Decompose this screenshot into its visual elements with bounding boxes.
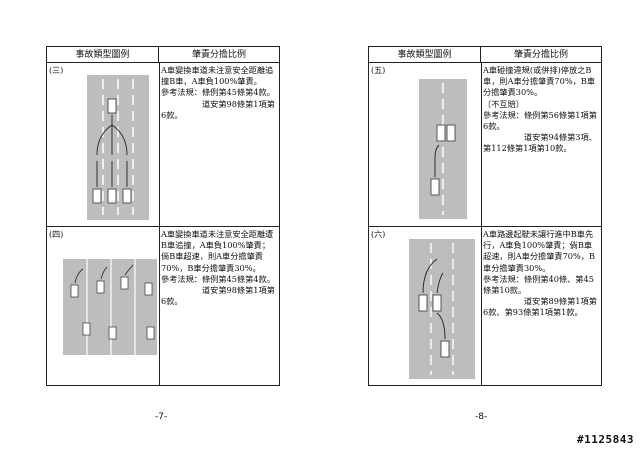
row-number: (六) — [371, 230, 386, 239]
diagram-roadside-start — [379, 229, 479, 385]
header-liability-ratio: 肇責分擔比例 — [159, 47, 279, 63]
page-number: -8- — [475, 412, 488, 422]
table-row: (五) A車碰撞違規(或併排)停放之B車，則A車分擔肇責70%，B車分擔肇責30… — [369, 63, 601, 227]
column-divider — [481, 63, 482, 385]
liability-text: A車路邊起駛未讓行進中B車先行，A車負100%肇責；倘B車超速，則A車分擔肇責7… — [483, 229, 597, 318]
liability-text: A車碰撞違規(或併排)停放之B車，則A車分擔肇責70%，B車分擔肇責30%。 〔… — [483, 65, 597, 154]
table-row: (四) A車變換車道未注意安全距離遭B車追撞，A車負100%肇責；倘B車超速，則… — [47, 227, 279, 387]
column-divider — [159, 63, 160, 385]
document-id-stamp: #1125843 — [577, 433, 634, 446]
diagram-hit-parked-car — [379, 65, 479, 224]
liability-text: A車變換車道未注意安全距離追撞B車，A車負100%肇責。 參考法規：條例第45條… — [161, 65, 275, 120]
row-number: (五) — [371, 66, 386, 75]
diagram-lane-change-hit-from-behind — [57, 229, 157, 385]
page-number: -7- — [155, 412, 168, 422]
row-number: (三) — [49, 66, 64, 75]
row-number: (四) — [49, 230, 64, 239]
table-row: (三) A車變換車道未注意安全距離追撞B車，A車負100%肇責。 參考法規：條例… — [47, 63, 279, 227]
left-page-table: 事故類型圖例 肇責分擔比例 (三) A車變換車道未注意安全距離追撞B車，A車負1… — [46, 46, 280, 386]
liability-text: A車變換車道未注意安全距離遭B車追撞，A車負100%肇責；倘B車超速，則A車分擔… — [161, 229, 275, 307]
table-row: (六) A車路邊起駛未讓行進中B車先行，A車負100%肇責；倘B車超速，則A車分… — [369, 227, 601, 387]
header-accident-type: 事故類型圖例 — [47, 47, 159, 63]
right-page-table: 事故類型圖例 肇責分擔比例 (五) A車碰撞違規(或併排)停放之B車，則A車分擔… — [368, 46, 602, 386]
header-accident-type: 事故類型圖例 — [369, 47, 481, 63]
diagram-lane-change-rear-end — [57, 65, 157, 224]
header-liability-ratio: 肇責分擔比例 — [481, 47, 601, 63]
